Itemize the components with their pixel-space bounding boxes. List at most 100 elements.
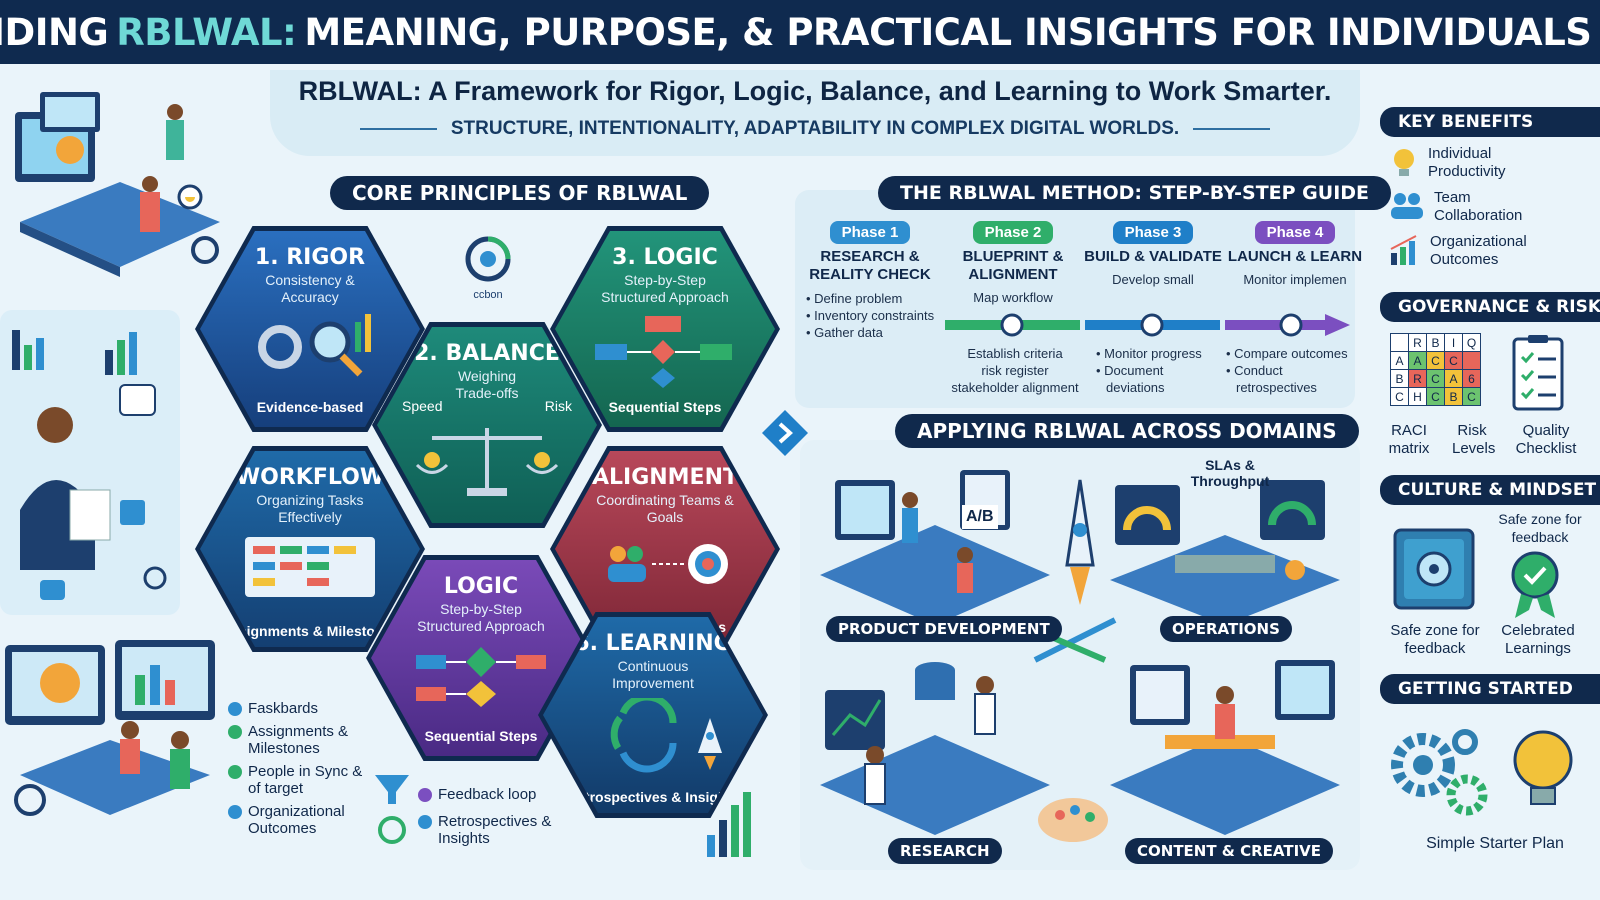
phase-1: Phase 1 RESEARCH & REALITY CHECK <box>800 221 940 284</box>
clipboard-checklist-icon <box>1512 335 1564 411</box>
process-flow-icon <box>416 647 546 707</box>
legend-label: People in Sync & of target <box>248 763 363 797</box>
bullet: • Monitor progress <box>1096 346 1202 361</box>
analyst-panel <box>0 310 180 615</box>
logic3-subtitle: Step-by-Step Structured Approach <box>601 272 729 305</box>
phase-2: Phase 2 BLUEPRINT & ALIGNMENT Map workfl… <box>943 221 1083 305</box>
benefit-item: Individual Productivity <box>1388 145 1598 181</box>
ribbon-icon-wrap <box>1505 550 1565 625</box>
divider <box>1193 128 1271 130</box>
legend-dot <box>228 725 242 739</box>
benefit-label: Individual Productivity <box>1428 145 1506 180</box>
domain-operations: OPERATIONS <box>1160 616 1292 642</box>
page-title: UNDERSTANDING RBLWAL: MEANING, PURPOSE, … <box>0 0 1600 64</box>
title-post: MEANING, PURPOSE, & PRACTICAL INSIGHTS F… <box>304 10 1600 54</box>
phase-tag: Phase 3 <box>1112 221 1194 244</box>
bullet: • Gather data <box>806 325 883 340</box>
benefits-list: Individual Productivity Team Collaborati… <box>1388 145 1598 269</box>
domain-content-creative: CONTENT & CREATIVE <box>1125 838 1334 864</box>
phase-name: BLUEPRINT & ALIGNMENT <box>962 248 1064 283</box>
legend-dot <box>228 805 242 819</box>
legend-label: Organizational Outcomes <box>248 803 345 837</box>
benefit-label: Organizational Outcomes <box>1430 233 1527 268</box>
legend-item: Assignments & Milestones <box>228 723 368 757</box>
bullet: stakeholder alignment <box>951 380 1079 395</box>
title-accent: RBLWAL: <box>116 10 297 54</box>
bar-chart-icon <box>707 792 751 857</box>
domains-heading: APPLYING RBLWAL ACROSS DOMAINS <box>895 414 1359 448</box>
logic3-footer: Sequential Steps <box>608 399 722 415</box>
phase-desc: Monitor implemen <box>1243 272 1347 287</box>
team-desk-icon <box>5 640 215 816</box>
rigor-footer: Evidence-based <box>256 399 364 415</box>
raci-table: R B I Q A A C C B R C A 6 C H C B C <box>1390 333 1481 406</box>
learning-footer: Retrospectives & Insights <box>567 789 739 805</box>
benefit-label: Team Collaboration <box>1434 189 1523 224</box>
phase-tag: Phase 1 <box>829 221 911 244</box>
balance-labels: Speed Risk <box>402 398 572 414</box>
phase-name: RESEARCH & REALITY CHECK <box>809 248 931 283</box>
phase-4-bullets: • Compare outcomes • Conduct retrospecti… <box>1226 345 1348 396</box>
center-gauge: ccbon <box>458 234 518 304</box>
risk-label: Risk <box>544 398 572 414</box>
phase-4: Phase 4 LAUNCH & LEARN Monitor implemen <box>1225 221 1365 287</box>
balance-title: 2. BALANCE <box>414 341 560 366</box>
kanban-board-icon <box>245 537 375 597</box>
cycle-rocket-icon <box>610 698 722 773</box>
workspace-illustration <box>0 72 250 282</box>
legend-dot <box>418 815 432 829</box>
funnel-recycle-icon <box>375 775 409 844</box>
legend-item: Faskbards <box>228 700 368 717</box>
rigor-subtitle: Consistency & Accuracy <box>265 272 355 305</box>
phase-3: Phase 3 BUILD & VALIDATE Develop small <box>1083 221 1223 287</box>
scale-icon <box>415 428 559 496</box>
workflow-footer: Assignments & Milestones <box>220 623 400 639</box>
phase-desc: Develop small <box>1112 272 1194 287</box>
getting-started-heading: GETTING STARTED <box>1380 674 1600 704</box>
target-team-icon <box>608 544 728 584</box>
raci-cell: C <box>1426 369 1445 388</box>
raci-cell: A <box>1444 369 1463 388</box>
method-heading: THE RBLWAL METHOD: STEP-BY-STEP GUIDE <box>878 176 1392 210</box>
hex-learning: 6. LEARNING Continuous Improvement Retro… <box>543 617 763 813</box>
legend-item: People in Sync & of target <box>228 763 368 797</box>
balance-subtitle: Weighing Trade-offs <box>455 368 519 401</box>
subtitle-band <box>270 70 1360 156</box>
timer-icon <box>465 236 511 282</box>
raci-matrix: R B I Q A A C C B R C A 6 C H C B C <box>1390 333 1481 406</box>
raci-cell: 6 <box>1462 369 1481 388</box>
domain-product-development: PRODUCT DEVELOPMENT <box>826 616 1062 642</box>
connector-arrow <box>760 408 810 463</box>
bullet: • Conduct <box>1226 363 1283 378</box>
domain-research: RESEARCH <box>888 838 1002 864</box>
legend-label: Retrospectives & Insights <box>438 813 552 847</box>
tagline: STRUCTURE, INTENTIONALITY, ADAPTABILITY … <box>450 118 1180 139</box>
workflow-title: WORKFLOW <box>235 465 385 490</box>
chevron-right-icon <box>762 410 808 456</box>
raci-cell: B <box>1390 369 1409 388</box>
raci-cell: A <box>1408 351 1427 370</box>
phase-1-bullets: • Define problem • Inventory constraints… <box>806 290 934 341</box>
gov-label: Risk Levels <box>1452 422 1496 457</box>
bullet: • Inventory constraints <box>806 308 935 323</box>
bullet: • Compare outcomes <box>1226 346 1348 361</box>
phase-tag: Phase 2 <box>972 221 1054 244</box>
culture-top-label: Safe zone for feedback <box>1498 511 1582 545</box>
bullet: • Document <box>1096 363 1164 378</box>
raci-cell: C <box>1426 351 1445 370</box>
alignment-title: ALIGNMENT <box>591 465 739 490</box>
raci-cell: I <box>1444 333 1463 352</box>
presenter-icon <box>12 330 167 600</box>
bottom-legend: Feedback loop Retrospectives & Insights <box>418 786 578 847</box>
tagline-row: STRUCTURE, INTENTIONALITY, ADAPTABILITY … <box>360 118 1271 140</box>
growth-chart-icon <box>1390 235 1417 265</box>
phase-name: LAUNCH & LEARN <box>1227 248 1363 265</box>
workflow-subtitle: Organizing Tasks Effectively <box>256 492 364 525</box>
funnel-icon <box>372 770 412 855</box>
core-principles-heading: CORE PRINCIPLES OF RBLWAL <box>330 176 710 210</box>
key-benefits-heading: KEY BENEFITS <box>1380 107 1600 137</box>
divider <box>360 128 437 130</box>
bullet: Establish criteria <box>967 346 1063 361</box>
logic3-title: 3. LOGIC <box>612 245 718 270</box>
rigor-title: 1. RIGOR <box>254 245 366 270</box>
